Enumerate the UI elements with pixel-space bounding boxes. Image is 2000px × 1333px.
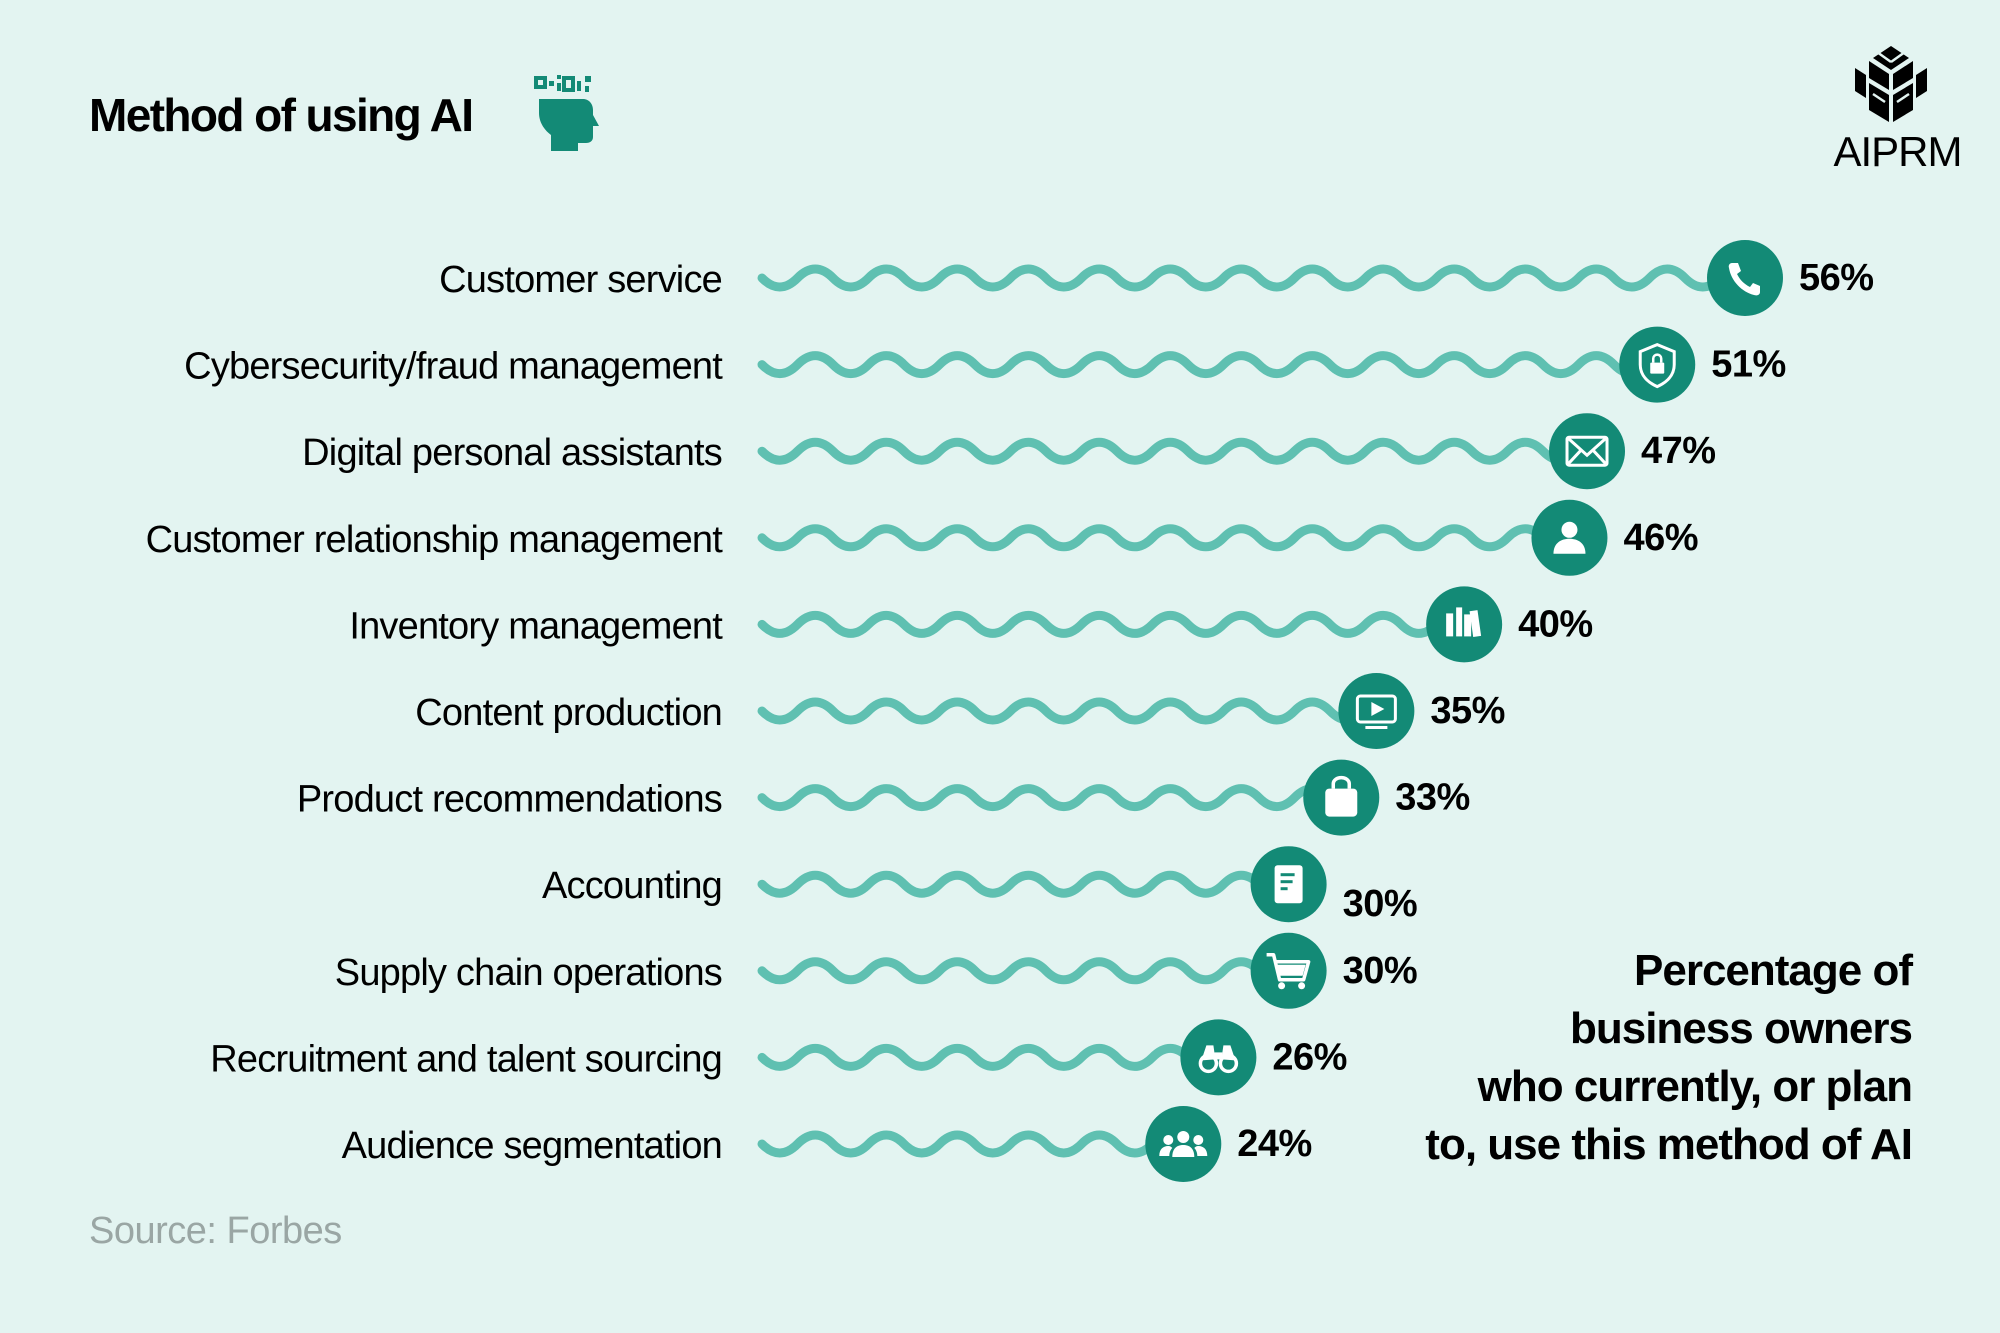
value-wave bbox=[757, 610, 1477, 638]
value-label: 26% bbox=[1272, 1036, 1347, 1078]
category-label: Inventory management bbox=[349, 605, 723, 647]
category-label: Digital personal assistants bbox=[302, 432, 722, 474]
ai-head-icon bbox=[534, 75, 599, 151]
caption-line: Percentage of bbox=[1634, 946, 1913, 995]
category-label: Accounting bbox=[542, 865, 722, 907]
value-marker bbox=[1549, 413, 1626, 490]
caption-line: who currently, or plan bbox=[1477, 1062, 1913, 1111]
aiprm-logo: AIPRM bbox=[1815, 40, 1980, 180]
value-wave bbox=[757, 870, 1299, 898]
category-label: Customer service bbox=[439, 259, 722, 301]
category-label: Supply chain operations bbox=[335, 952, 722, 994]
category-label: Content production bbox=[415, 692, 722, 734]
value-wave bbox=[757, 1043, 1228, 1071]
aiprm-logo-mark bbox=[1855, 46, 1927, 122]
document-icon bbox=[1274, 865, 1303, 904]
value-wave bbox=[757, 351, 1654, 379]
chart-caption: Percentage of business owners who curren… bbox=[1312, 942, 1913, 1174]
value-wave bbox=[757, 264, 1761, 292]
value-label: 47% bbox=[1641, 430, 1716, 472]
page-title: Method of using AI bbox=[89, 89, 474, 141]
category-label: Product recommendations bbox=[297, 779, 722, 821]
value-wave bbox=[757, 784, 1370, 812]
value-marker bbox=[1707, 240, 1783, 316]
value-label: 35% bbox=[1430, 690, 1505, 732]
value-label: 33% bbox=[1395, 777, 1470, 819]
category-label: Customer relationship management bbox=[146, 519, 724, 561]
category-label: Cybersecurity/fraud management bbox=[184, 346, 723, 388]
value-label: 46% bbox=[1623, 517, 1698, 559]
value-label: 40% bbox=[1518, 603, 1593, 645]
value-marker bbox=[1145, 1106, 1222, 1182]
category-label: Audience segmentation bbox=[342, 1125, 722, 1167]
logo-wordmark: AIPRM bbox=[1833, 128, 1962, 175]
value-wave bbox=[757, 697, 1406, 725]
value-wave bbox=[757, 1130, 1193, 1158]
source-note: Source: Forbes bbox=[89, 1210, 342, 1252]
value-label: 51% bbox=[1711, 344, 1786, 386]
value-wave bbox=[757, 957, 1299, 985]
value-wave bbox=[757, 524, 1583, 552]
value-label: 24% bbox=[1237, 1123, 1312, 1165]
category-label: Recruitment and talent sourcing bbox=[210, 1038, 722, 1080]
caption-line: to, use this method of AI bbox=[1425, 1120, 1913, 1169]
value-label: 30% bbox=[1343, 950, 1418, 992]
value-label: 30% bbox=[1343, 883, 1418, 925]
value-wave bbox=[757, 437, 1583, 465]
caption-line: business owners bbox=[1569, 1004, 1913, 1053]
value-label: 56% bbox=[1799, 257, 1874, 299]
